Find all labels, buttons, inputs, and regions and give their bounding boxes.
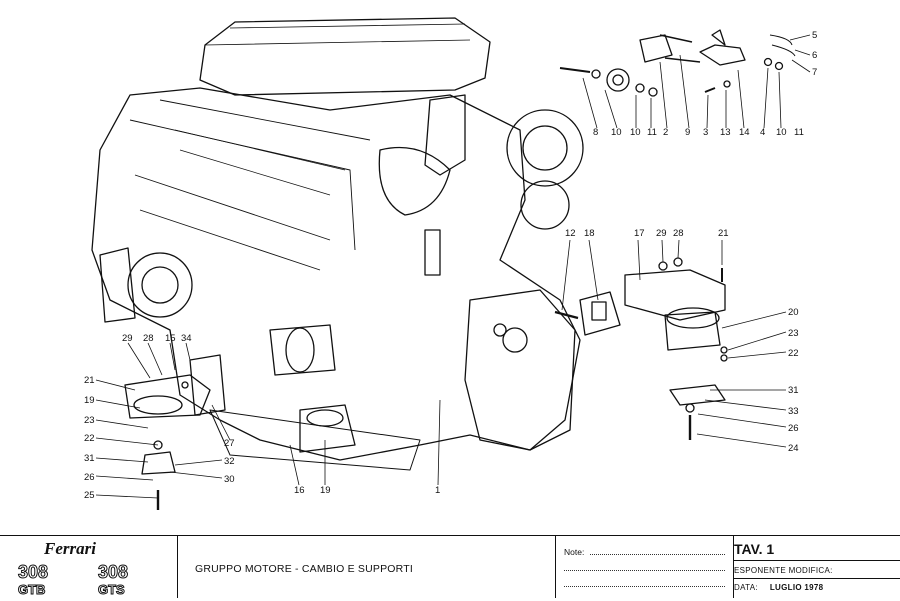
drawing-title-cell: GRUPPO MOTORE - CAMBIO E SUPPORTI [178,536,556,598]
svg-text:29: 29 [122,333,133,344]
svg-text:11: 11 [647,127,657,138]
table-number: TAV. 1 [734,541,775,557]
svg-text:18: 18 [584,228,595,239]
svg-text:3: 3 [703,127,708,138]
svg-text:21: 21 [718,228,729,239]
svg-text:GTS: GTS [98,582,125,596]
svg-text:32: 32 [224,456,235,467]
svg-text:15: 15 [165,333,176,344]
svg-text:6: 6 [812,50,817,61]
svg-text:31: 31 [788,385,799,396]
svg-text:27: 27 [224,438,235,449]
drawing-title: GRUPPO MOTORE - CAMBIO E SUPPORTI [195,563,413,575]
svg-text:14: 14 [739,127,750,138]
svg-text:1: 1 [435,485,440,496]
svg-text:19: 19 [84,395,95,406]
svg-text:12: 12 [565,228,576,239]
svg-text:33: 33 [788,406,799,417]
svg-text:29: 29 [656,228,667,239]
svg-text:21: 21 [84,375,95,386]
alternator [127,252,193,318]
notes-line [590,554,725,555]
svg-text:GTB: GTB [18,582,45,596]
svg-text:26: 26 [788,423,799,434]
svg-text:22: 22 [788,348,799,359]
svg-text:10: 10 [776,127,787,138]
svg-text:34: 34 [181,333,192,344]
brand-wordmark: Ferrari [43,539,96,558]
notes-line [564,570,725,571]
svg-text:17: 17 [634,228,645,239]
ferrari-308-logo: Ferrari 308 GTB 308 GTS [0,536,178,598]
left-engine-mount [124,374,211,419]
title-block: Ferrari 308 GTB 308 GTS GRUPPO MOTORE - … [0,535,900,598]
air-cleaner [199,17,491,96]
notes-label: Note: [564,547,585,557]
svg-text:26: 26 [84,472,95,483]
svg-text:25: 25 [84,490,95,501]
svg-text:9: 9 [685,127,690,138]
svg-text:2: 2 [663,127,668,138]
logo-mark: Ferrari 308 GTB 308 GTS [18,539,129,598]
svg-text:16: 16 [294,485,305,496]
right-engine-mount [579,291,621,336]
date-row: DATA: LUGLIO 1978 [734,583,900,592]
svg-text:31: 31 [84,453,95,464]
svg-text:20: 20 [788,307,799,318]
notes-line [564,586,725,587]
svg-text:19: 19 [320,485,331,496]
date-value: LUGLIO 1978 [769,583,824,592]
svg-text:7: 7 [812,67,817,78]
engine-block [91,87,581,461]
svg-text:30: 30 [224,474,235,485]
svg-text:22: 22 [84,433,95,444]
svg-text:308: 308 [18,562,48,582]
svg-text:10: 10 [611,127,622,138]
gearbox [464,289,576,451]
modification-label: ESPONENTE MODIFICA: [734,566,833,575]
svg-text:4: 4 [760,127,765,138]
svg-text:11: 11 [794,127,804,138]
table-info-cell: TAV. 1 ESPONENTE MODIFICA: DATA: LUGLIO 1… [734,536,900,598]
notes-cell: Note: [556,536,734,598]
svg-text:5: 5 [812,30,817,41]
svg-text:13: 13 [720,127,731,138]
date-label: DATA: [734,583,758,592]
svg-text:28: 28 [143,333,154,344]
svg-text:23: 23 [788,328,799,339]
svg-text:28: 28 [673,228,684,239]
svg-text:24: 24 [788,443,799,454]
svg-text:10: 10 [630,127,641,138]
svg-text:8: 8 [593,127,598,138]
svg-text:23: 23 [84,415,95,426]
svg-text:308: 308 [98,562,128,582]
